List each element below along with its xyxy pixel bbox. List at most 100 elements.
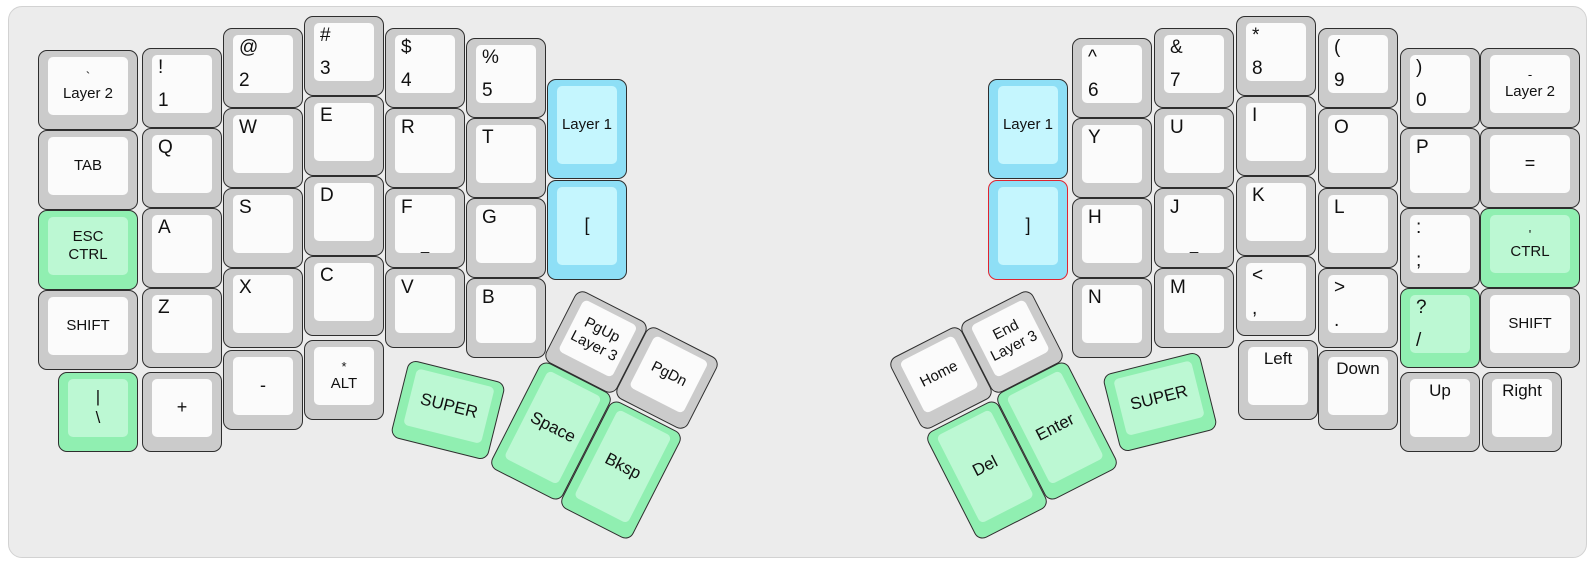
key-rparen-0[interactable]: )0 bbox=[1400, 48, 1480, 128]
key-amp-7-face: &7 bbox=[1164, 35, 1224, 93]
key-p-face: P bbox=[1410, 135, 1470, 193]
key-percent-5-label-0: % bbox=[482, 47, 499, 68]
key-w[interactable]: W bbox=[223, 108, 303, 188]
right-super-key[interactable]: SUPER bbox=[1101, 351, 1219, 453]
key-y-label-0: Y bbox=[1088, 127, 1101, 148]
right-shift-key-label-0: SHIFT bbox=[1508, 314, 1552, 332]
key-amp-7[interactable]: &7 bbox=[1154, 28, 1234, 108]
key-gt-period-label-0: > bbox=[1334, 277, 1346, 298]
key-right-bracket[interactable]: ] bbox=[988, 180, 1068, 280]
key-star-alt[interactable]: *ALT bbox=[304, 340, 384, 420]
key-lt-comma[interactable]: <, bbox=[1236, 256, 1316, 336]
key-star-alt-face: *ALT bbox=[314, 347, 374, 405]
key-asterisk-8-face: *8 bbox=[1246, 23, 1306, 81]
left-shift-key[interactable]: SHIFT bbox=[38, 290, 138, 370]
left-layer1-key-label-0: Layer 1 bbox=[561, 115, 613, 133]
key-asterisk-8[interactable]: *8 bbox=[1236, 16, 1316, 96]
left-super-key-face: SUPER bbox=[403, 368, 495, 444]
key-l[interactable]: L bbox=[1318, 188, 1398, 268]
key-question-slash-label-0: ? bbox=[1416, 297, 1427, 318]
key-e[interactable]: E bbox=[304, 96, 384, 176]
key-y[interactable]: Y bbox=[1072, 118, 1152, 198]
key-exclam-1[interactable]: !1 bbox=[142, 48, 222, 128]
key-o[interactable]: O bbox=[1318, 108, 1398, 188]
right-layer2-key-label-1: Layer 2 bbox=[1504, 82, 1556, 100]
key-equals[interactable]: = bbox=[1480, 128, 1580, 208]
key-c[interactable]: C bbox=[304, 256, 384, 336]
key-q[interactable]: Q bbox=[142, 128, 222, 208]
key-plus[interactable]: + bbox=[142, 372, 222, 452]
key-t[interactable]: T bbox=[466, 118, 546, 198]
key-b[interactable]: B bbox=[466, 278, 546, 358]
key-percent-5-face: %5 bbox=[476, 45, 536, 103]
right-layer1-key[interactable]: Layer 1 bbox=[988, 79, 1068, 179]
key-left-bracket[interactable]: [ bbox=[547, 180, 627, 280]
key-s-face: S bbox=[233, 195, 293, 253]
key-k[interactable]: K bbox=[1236, 176, 1316, 256]
key-dollar-4-face: $4 bbox=[395, 35, 455, 93]
key-h-face: H bbox=[1082, 205, 1142, 263]
key-t-label-0: T bbox=[482, 127, 494, 148]
key-minus[interactable]: - bbox=[223, 350, 303, 430]
key-right-arrow[interactable]: Right bbox=[1482, 372, 1562, 452]
key-caret-6[interactable]: ^6 bbox=[1072, 38, 1152, 118]
left-layer1-key[interactable]: Layer 1 bbox=[547, 79, 627, 179]
key-v[interactable]: V bbox=[385, 268, 465, 348]
key-percent-5[interactable]: %5 bbox=[466, 38, 546, 118]
key-j[interactable]: J_ bbox=[1154, 188, 1234, 268]
key-up-arrow[interactable]: Up bbox=[1400, 372, 1480, 452]
key-lparen-9[interactable]: (9 bbox=[1318, 28, 1398, 108]
key-dollar-4[interactable]: $4 bbox=[385, 28, 465, 108]
key-question-slash[interactable]: ?/ bbox=[1400, 288, 1480, 368]
key-hash-3[interactable]: #3 bbox=[304, 16, 384, 96]
key-i-face: I bbox=[1246, 103, 1306, 161]
key-colon-semicolon[interactable]: :; bbox=[1400, 208, 1480, 288]
left-layer2-key[interactable]: `Layer 2 bbox=[38, 50, 138, 130]
key-i[interactable]: I bbox=[1236, 96, 1316, 176]
key-asterisk-8-label-0: * bbox=[1252, 25, 1260, 46]
key-s[interactable]: S bbox=[223, 188, 303, 268]
key-z[interactable]: Z bbox=[142, 288, 222, 368]
key-r-face: R bbox=[395, 115, 455, 173]
right-layer2-key[interactable]: -Layer 2 bbox=[1480, 48, 1580, 128]
key-right-arrow-label-0: Right bbox=[1502, 381, 1542, 400]
key-x[interactable]: X bbox=[223, 268, 303, 348]
right-layer2-key-label-0: - bbox=[1527, 66, 1533, 82]
left-layer2-key-face: `Layer 2 bbox=[48, 57, 128, 115]
key-p[interactable]: P bbox=[1400, 128, 1480, 208]
key-r[interactable]: R bbox=[385, 108, 465, 188]
key-m[interactable]: M bbox=[1154, 268, 1234, 348]
key-b-label-0: B bbox=[482, 287, 495, 308]
key-left-arrow[interactable]: Left bbox=[1238, 340, 1318, 420]
key-a[interactable]: A bbox=[142, 208, 222, 288]
left-tab-key-face: TAB bbox=[48, 137, 128, 195]
key-at-2[interactable]: @2 bbox=[223, 28, 303, 108]
key-gt-period[interactable]: >. bbox=[1318, 268, 1398, 348]
key-n[interactable]: N bbox=[1072, 278, 1152, 358]
key-home-face: Home bbox=[899, 334, 980, 414]
key-r-label-0: R bbox=[401, 117, 415, 138]
left-super-key[interactable]: SUPER bbox=[389, 359, 507, 461]
key-h-label-0: H bbox=[1088, 207, 1102, 228]
key-q-face: Q bbox=[152, 135, 212, 193]
key-del-label-0: Del bbox=[969, 451, 1001, 480]
key-g[interactable]: G bbox=[466, 198, 546, 278]
right-shift-key[interactable]: SHIFT bbox=[1480, 288, 1580, 368]
key-q-label-0: Q bbox=[158, 137, 173, 158]
key-d[interactable]: D bbox=[304, 176, 384, 256]
key-u[interactable]: U bbox=[1154, 108, 1234, 188]
key-h[interactable]: H bbox=[1072, 198, 1152, 278]
key-star-alt-label-1: ALT bbox=[330, 374, 358, 392]
key-f[interactable]: F_ bbox=[385, 188, 465, 268]
key-down-arrow[interactable]: Down bbox=[1318, 350, 1398, 430]
key-left-bracket-face: [ bbox=[557, 187, 617, 265]
key-pipe-backslash[interactable]: |\ bbox=[58, 372, 138, 452]
left-layer1-key-face: Layer 1 bbox=[557, 86, 617, 164]
key-exclam-1-label-1: 1 bbox=[158, 89, 169, 111]
right-ctrl-key[interactable]: 'CTRL bbox=[1480, 208, 1580, 288]
left-tab-key[interactable]: TAB bbox=[38, 130, 138, 210]
